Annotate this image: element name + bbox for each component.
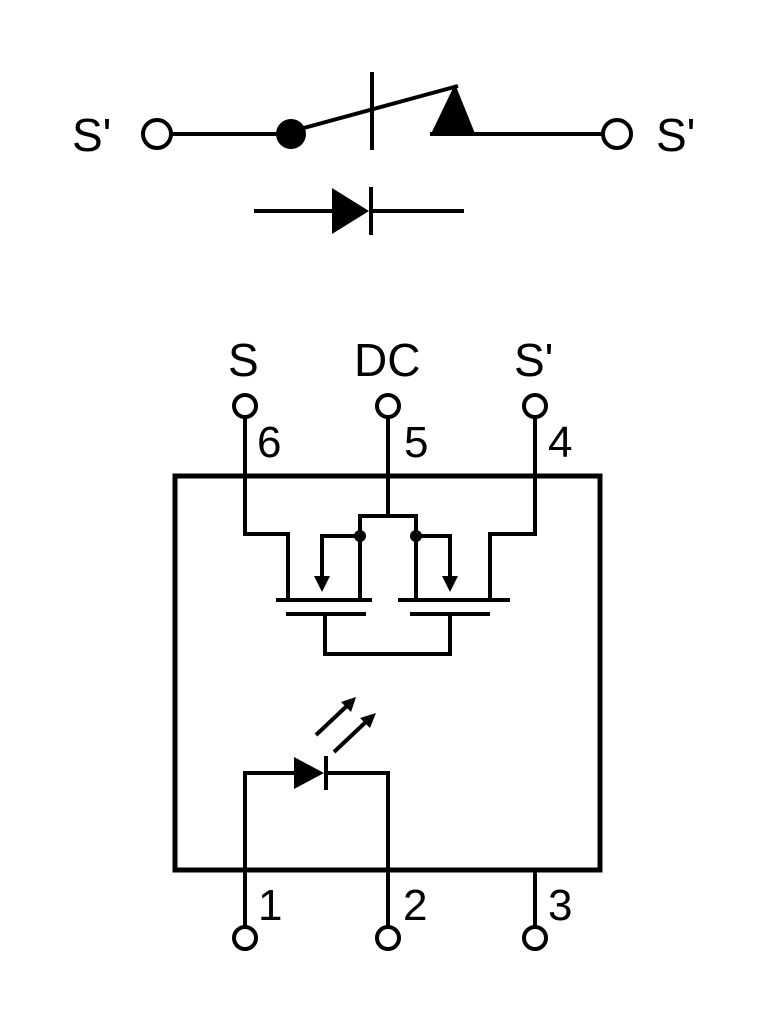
emission-arrow-1-head [341,697,356,712]
right-arrow-wire [416,534,452,578]
pin-1-terminal [232,925,258,951]
led-emitter [243,697,390,870]
mosfet-pair [243,476,537,656]
common-drain-right [388,514,418,600]
switch-symbol: S' S' [72,72,695,161]
pin-5-name: DC [354,334,420,386]
led-triangle [294,757,324,789]
right-terminal [601,118,633,150]
pin-6-name: S [228,334,259,386]
pin-3-number: 3 [548,881,572,930]
diode-triangle [332,188,369,234]
gate-connection-wire [323,614,452,656]
pin-5-terminal [375,393,401,419]
left-terminal-label: S' [72,109,111,161]
pin-4-terminal [522,393,548,419]
right-arrow-head [442,576,458,592]
emission-arrow-2-shaft [332,717,371,754]
led-cathode-wire [326,771,390,870]
switch-pivot-dot [276,119,306,149]
emission-arrow-2-head [360,713,376,728]
pin-1-number: 1 [258,881,282,930]
led-anode-wire [243,771,294,870]
left-arrow-head [314,576,330,592]
left-terminal [141,118,173,150]
pin-2-terminal [375,925,401,951]
right-terminal-label: S' [656,109,695,161]
common-drain-left [358,476,390,600]
left-source-wire [243,476,290,600]
pin-6-terminal [232,393,258,419]
pin-4-number: 4 [548,418,572,467]
pin-5-number: 5 [404,418,428,467]
emission-arrow-1-shaft [314,701,352,737]
pin-4-name: S' [514,334,553,386]
pin-6-number: 6 [257,418,281,467]
right-source-wire [488,476,537,600]
left-arrow-wire [320,534,360,578]
switch-contact-triangle [430,84,476,136]
pin-3-terminal [522,925,548,951]
diode-symbol [254,187,464,235]
switch-blade [299,84,459,131]
pin-2-number: 2 [403,881,427,930]
